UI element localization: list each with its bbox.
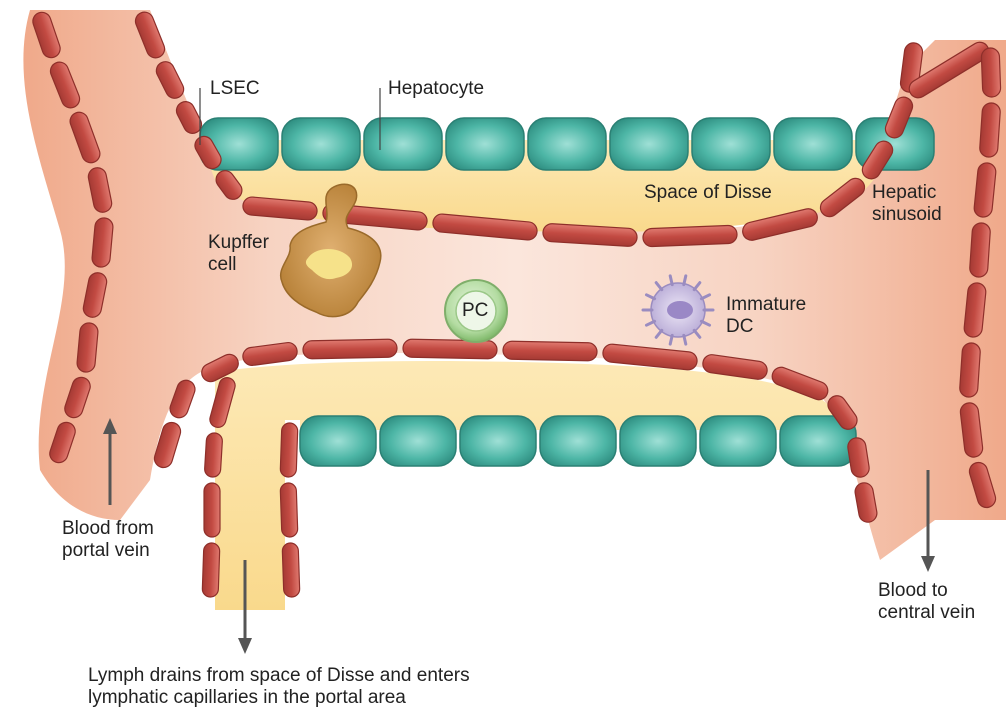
label-kupffer-cell: Kupffer cell: [208, 232, 269, 276]
space-of-disse-lower: [215, 361, 850, 610]
lsec-cell: [981, 48, 1001, 98]
label-lymph-drains: Lymph drains from space of Disse and ent…: [88, 665, 470, 709]
lsec-cell: [91, 217, 113, 268]
hepatocyte: [446, 118, 524, 170]
hepatocyte: [380, 416, 456, 466]
lsec-cell: [204, 433, 223, 478]
label-blood-to-central-vein: Blood to central vein: [878, 580, 975, 624]
hepatocyte-row-upper: [200, 118, 934, 170]
lsec-cell: [76, 322, 98, 373]
hepatocyte: [460, 416, 536, 466]
hepatocyte: [300, 416, 376, 466]
lsec-cell: [204, 483, 220, 537]
lsec-cell: [280, 483, 298, 538]
lsec-cell: [280, 423, 298, 478]
label-pc: PC: [462, 300, 488, 322]
hepatocyte: [540, 416, 616, 466]
hepatocyte: [700, 416, 776, 466]
dc-process: [670, 276, 672, 285]
dc-process: [670, 335, 672, 344]
dc-process: [684, 276, 686, 285]
hepatocyte: [528, 118, 606, 170]
label-hepatic-sinusoid: Hepatic sinusoid: [872, 182, 942, 226]
hepatocyte: [282, 118, 360, 170]
hepatocyte: [610, 118, 688, 170]
lsec-cell: [202, 543, 220, 598]
hepatocyte: [620, 416, 696, 466]
hepatocyte: [774, 118, 852, 170]
lsec-cell: [979, 102, 1001, 157]
lsec-cell: [643, 225, 738, 247]
lsec-cell: [282, 543, 300, 598]
lsec-cell: [959, 342, 981, 397]
hepatocyte: [364, 118, 442, 170]
dc-process: [684, 335, 686, 344]
hepatocyte: [692, 118, 770, 170]
lsec-cell: [303, 339, 397, 359]
lsec-cell: [503, 341, 597, 361]
label-space-of-disse: Space of Disse: [644, 182, 772, 204]
lsec-cell: [969, 222, 991, 277]
label-blood-from-portal-vein: Blood from portal vein: [62, 518, 154, 562]
label-lsec: LSEC: [210, 78, 260, 100]
label-hepatocyte: Hepatocyte: [388, 78, 484, 100]
hepatocyte-row-lower: [300, 416, 856, 466]
label-immature-dc: Immature DC: [726, 294, 806, 338]
